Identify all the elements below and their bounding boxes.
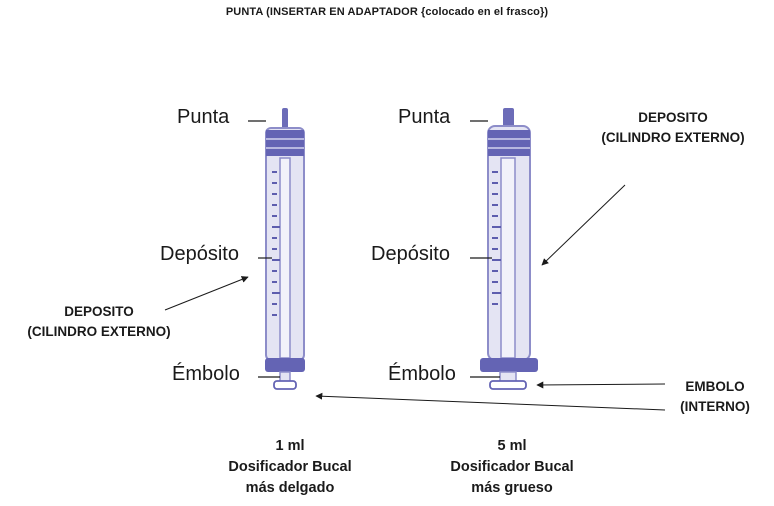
- large-syringe-graduations: [492, 171, 501, 305]
- left-barrel-callout-line1: DEPOSITO: [64, 304, 134, 319]
- small-caption-name: Dosificador Bucal: [228, 459, 352, 475]
- small-syringe-thumb-rest: [273, 380, 297, 390]
- small-caption-desc: más delgado: [245, 480, 335, 496]
- small-syringe-flange: [265, 358, 305, 372]
- small-syringe: [265, 108, 305, 390]
- small-tip-label: Punta: [177, 106, 230, 128]
- small-syringe-plunger-rod: [279, 157, 291, 359]
- right-barrel-callout: DEPOSITO (CILINDRO EXTERNO): [578, 108, 768, 148]
- large-syringe-flange: [480, 358, 538, 372]
- small-syringe-caption: 1 ml Dosificador Bucal más delgado: [200, 436, 380, 499]
- right-barrel-callout-line2: (CILINDRO EXTERNO): [601, 130, 745, 145]
- plunger-callout-line1: EMBOLO: [685, 379, 745, 394]
- small-syringe-tip: [282, 108, 288, 130]
- large-tip-label: Punta: [398, 106, 451, 128]
- small-barrel-label: Depósito: [160, 243, 239, 265]
- large-syringe-caption: 5 ml Dosificador Bucal más grueso: [422, 436, 602, 499]
- plunger-arrow-left: [315, 392, 666, 411]
- small-plunger-label: Émbolo: [172, 363, 240, 385]
- large-syringe-tip: [503, 108, 514, 130]
- large-syringe-collar: [488, 130, 530, 156]
- large-syringe: [480, 108, 538, 390]
- left-barrel-callout-line2: (CILINDRO EXTERNO): [27, 324, 171, 339]
- large-caption-volume: 5 ml: [497, 438, 527, 454]
- large-plunger-label: Émbolo: [388, 363, 456, 385]
- label-leaders: [248, 120, 500, 378]
- large-syringe-thumb-rest: [489, 380, 527, 390]
- plunger-arrow-right: [536, 381, 666, 389]
- small-caption-volume: 1 ml: [275, 438, 305, 454]
- left-barrel-arrow: [164, 276, 249, 311]
- plunger-callout: EMBOLO (INTERNO): [660, 377, 770, 417]
- large-barrel-label: Depósito: [371, 243, 450, 265]
- diagram-title: PUNTA (INSERTAR EN ADAPTADOR {colocado e…: [225, 6, 549, 18]
- small-syringe-collar: [266, 130, 304, 156]
- right-barrel-callout-line1: DEPOSITO: [638, 110, 708, 125]
- left-barrel-callout: DEPOSITO (CILINDRO EXTERNO): [4, 302, 194, 342]
- right-barrel-arrow: [541, 184, 626, 266]
- plunger-callout-line2: (INTERNO): [680, 399, 750, 414]
- large-caption-name: Dosificador Bucal: [450, 459, 574, 475]
- large-caption-desc: más grueso: [471, 480, 553, 496]
- small-syringe-graduations: [272, 171, 280, 316]
- large-syringe-plunger-rod: [500, 157, 516, 359]
